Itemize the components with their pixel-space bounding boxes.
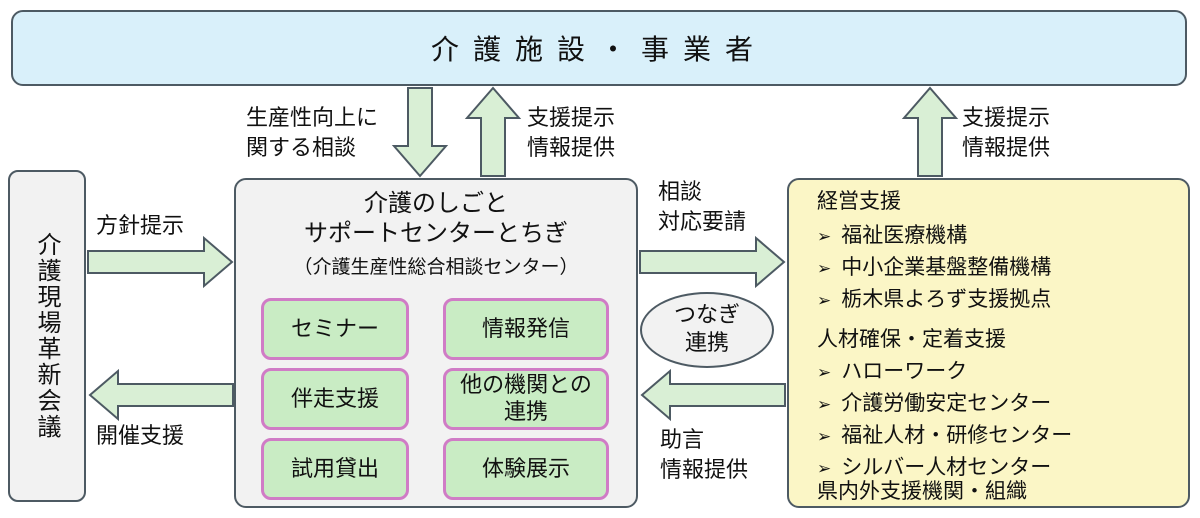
list-item-text: 福祉医療機構 [841,223,968,247]
cell-info: 情報発信 [443,298,609,360]
list-item: ➢ ハローワーク [817,358,967,386]
council-title: 介護現場革新会議 [33,232,61,440]
list-item: ➢ 介護労働安定センター [817,390,1051,418]
center-title-1: 介護のしごと [364,189,508,217]
cell-cooperation-text-1: 他の機関との [460,373,592,398]
list-item: ➢ 栃木県よろず支援拠点 [817,286,1051,314]
support-label-right-1: 支援提示 [962,106,1051,131]
arrow-bullet-icon: ➢ [817,259,832,279]
connect-oval-text-2: 連携 [684,331,729,356]
facilities-title: 介護施設・事業者 [430,33,767,66]
arrow-bullet-icon: ➢ [817,291,832,311]
facilities-box: 介護施設・事業者 [11,10,1187,86]
cell-accompany: 伴走支援 [261,368,409,430]
cell-exhibit-text: 体験展示 [481,456,570,482]
list-item-text: 介護労働安定センター [841,391,1052,415]
list-item-text: 栃木県よろず支援拠点 [841,287,1052,311]
advice-label-1: 助言 [660,428,705,453]
arrow-bullet-icon: ➢ [817,227,832,247]
support-center-box: 介護のしごと サポートセンターとちぎ （介護生産性総合相談センター） セミナー … [234,178,638,508]
cell-cooperation: 他の機関との 連携 [443,368,609,430]
support-label-right-2: 情報提供 [962,136,1051,161]
center-title-2: サポートセンターとちぎ [304,219,568,247]
council-box: 介護現場革新会議 [8,170,86,502]
support-label-center-2: 情報提供 [527,136,616,161]
list-item: ➢ 福祉人材・研修センター [817,422,1072,450]
consult-label-1: 生産性向上に [246,106,379,131]
center-subtitle: （介護生産性総合相談センター） [293,256,579,278]
list-item-text: ハローワーク [841,359,968,383]
list-item-text: シルバー人材センター [841,455,1052,479]
cell-accompany-text: 伴走支援 [290,386,379,412]
cell-seminar-text: セミナー [290,316,379,342]
consult-label-2: 関する相談 [246,136,357,161]
list-item: ➢ 中小企業基盤整備機構 [817,254,1051,282]
request-label-2: 対応要請 [658,210,747,235]
arrow-bullet-icon: ➢ [817,363,832,383]
arrow-bullet-icon: ➢ [817,427,832,447]
list-item: ➢ 福祉医療機構 [817,222,967,250]
list-item: ➢ シルバー人材センター [817,454,1051,482]
connect-oval-text-1: つなぎ [673,303,740,328]
cell-info-text: 情報発信 [481,316,570,342]
section-hr-title: 人材確保・定着支援 [817,327,1006,351]
list-item-text: 福祉人材・研修センター [841,423,1073,447]
advice-label-2: 情報提供 [660,458,749,483]
cell-trial-text: 試用貸出 [290,456,379,482]
section-management-title: 経営支援 [817,189,901,213]
list-item-text: 中小企業基盤整備機構 [841,255,1052,279]
holding-support-label: 開催支援 [96,424,185,449]
policy-label: 方針提示 [96,214,185,239]
cell-trial: 試用貸出 [261,438,409,500]
right-box-footer: 県内外支援機関・組織 [817,479,1027,503]
support-label-center-1: 支援提示 [527,106,616,131]
cell-cooperation-text-2: 連携 [503,400,548,425]
connect-oval: つなぎ 連携 [640,292,774,368]
cell-exhibit: 体験展示 [443,438,609,500]
cell-seminar: セミナー [261,298,409,360]
arrow-bullet-icon: ➢ [817,459,832,479]
request-label-1: 相談 [658,180,703,205]
arrow-bullet-icon: ➢ [817,395,832,415]
support-orgs-box: 経営支援 ➢ 福祉医療機構 ➢ 中小企業基盤整備機構 ➢ 栃木県よろず支援拠点 人材確… [787,178,1190,508]
